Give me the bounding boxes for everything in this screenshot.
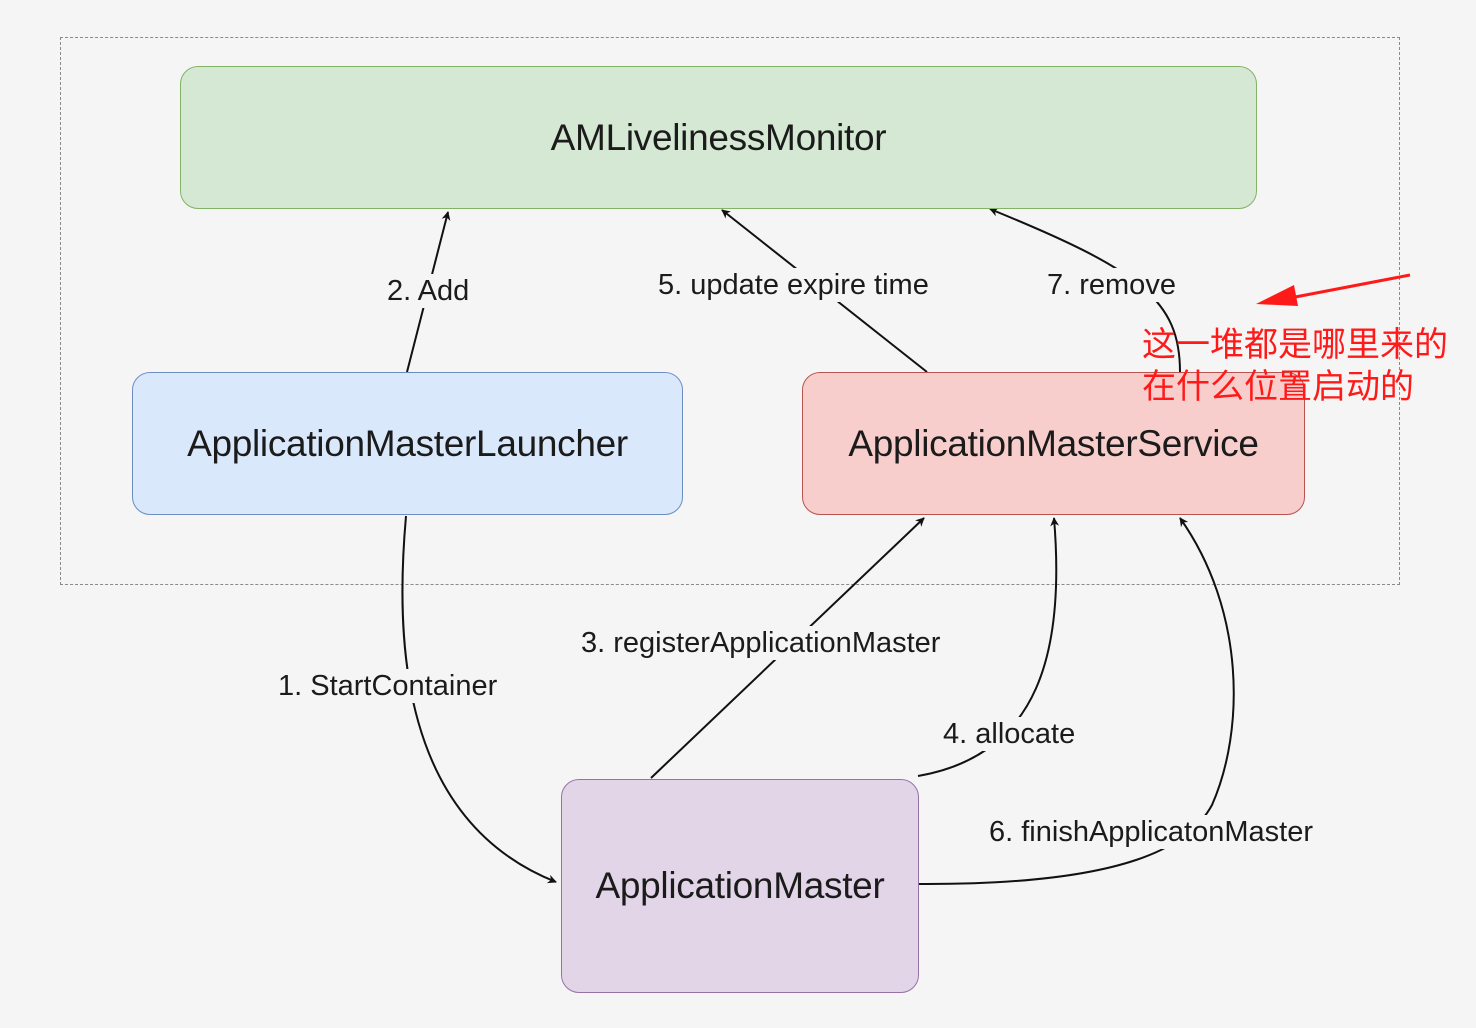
node-application-master-launcher: ApplicationMasterLauncher [132,372,683,515]
edge-label-register: 3. registerApplicationMaster [579,626,943,660]
node-am-liveliness-monitor: AMLivelinessMonitor [180,66,1257,209]
annotation-arrow-shaft [1289,273,1411,300]
annotation-line-1: 这一堆都是哪里来的 [1142,325,1448,365]
edge-finish [918,517,1235,886]
node-application-master-service: ApplicationMasterService [802,372,1305,515]
edge-label-start-container: 1. StartContainer [276,669,500,703]
resource-manager-boundary [60,37,1400,585]
edge-label-add: 2. Add [385,274,472,308]
annotation-line-2: 在什么位置启动的 [1142,367,1414,407]
annotation-arrow-head [1256,285,1298,306]
edge-label-allocate: 4. allocate [941,717,1078,751]
annotation-note: 这一堆都是哪里来的 在什么位置启动的 [1142,324,1476,408]
edge-label-update-expire: 5. update expire time [656,268,931,302]
node-application-master: ApplicationMaster [561,779,919,993]
edge-label-remove: 7. remove [1045,268,1178,302]
edge-start-container [401,515,557,884]
edge-allocate [917,517,1060,777]
edge-label-finish: 6. finishApplicatonMaster [987,815,1315,849]
